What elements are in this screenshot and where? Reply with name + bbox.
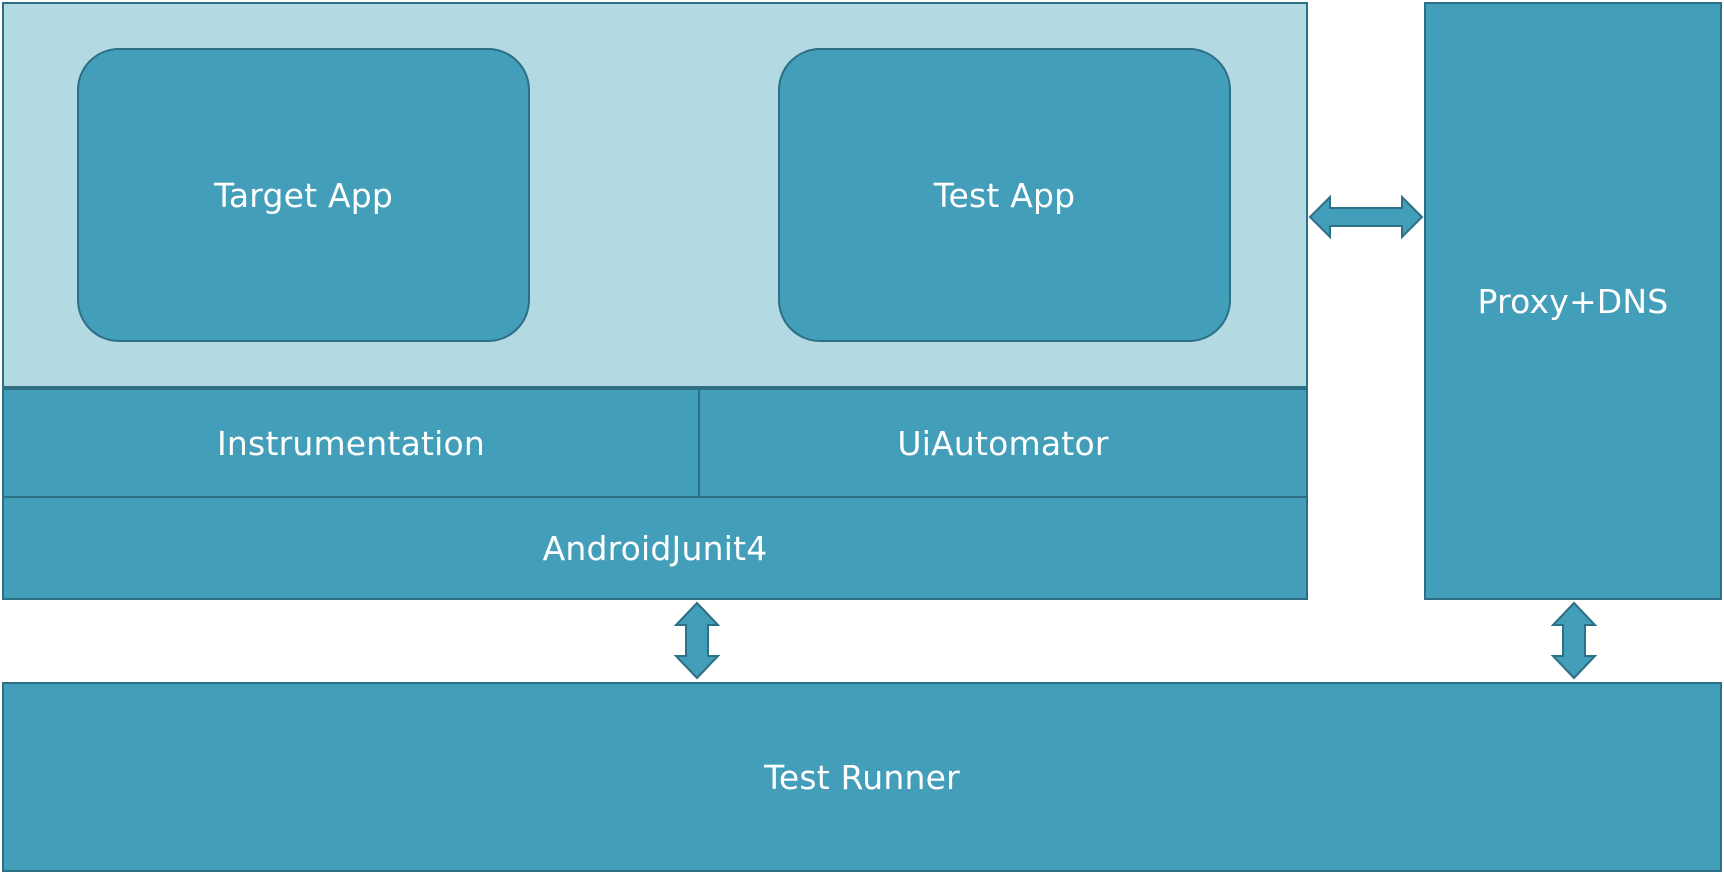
test-app-label: Test App [933, 175, 1076, 215]
uiautomator-label: UiAutomator [897, 423, 1109, 463]
proxy-runner-arrow [1550, 601, 1598, 680]
target-app-box: Target App [77, 48, 530, 342]
device-proxy-arrow [1308, 194, 1424, 240]
uiautomator-box: UiAutomator [698, 388, 1308, 498]
target-app-label: Target App [213, 175, 394, 215]
instrumentation-box: Instrumentation [2, 388, 700, 498]
device-runner-arrow [673, 601, 721, 680]
proxy-dns-label: Proxy+DNS [1477, 281, 1669, 321]
proxy-dns-box: Proxy+DNS [1424, 2, 1722, 600]
test-runner-box: Test Runner [2, 682, 1722, 872]
test-app-box: Test App [778, 48, 1231, 342]
android-junit4-box: AndroidJunit4 [2, 496, 1308, 600]
test-runner-label: Test Runner [764, 757, 960, 797]
android-junit4-label: AndroidJunit4 [542, 528, 768, 568]
instrumentation-label: Instrumentation [217, 423, 485, 463]
